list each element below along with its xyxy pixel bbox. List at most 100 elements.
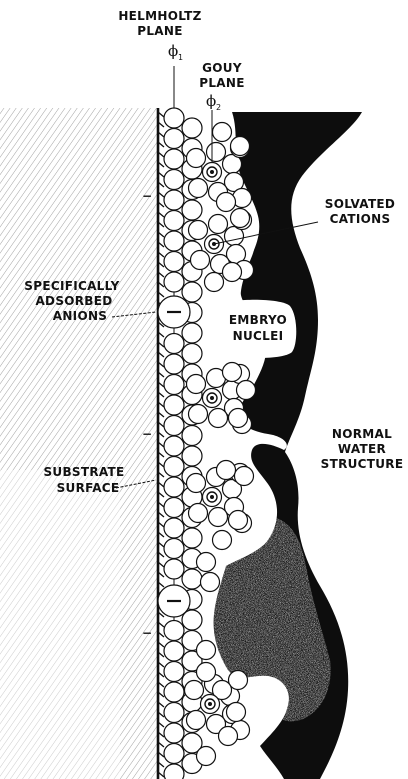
- gouy-label-line2: PLANE: [199, 76, 244, 90]
- adsorbed-anion: [158, 585, 190, 617]
- substrate-white-fade: [0, 470, 120, 779]
- helmholtz-label-line1: HELMHOLTZ: [118, 9, 201, 23]
- water-molecule: [207, 143, 226, 162]
- water-molecule: [189, 221, 208, 240]
- water-molecule: [164, 744, 184, 764]
- water-molecule: [182, 446, 202, 466]
- water-molecule: [182, 282, 202, 302]
- solvated-label-line2: CATIONS: [330, 212, 391, 226]
- water-molecule: [164, 190, 184, 210]
- water-molecule: [164, 272, 184, 292]
- gouy-label-line1: GOUY: [202, 61, 242, 75]
- water-molecule: [164, 231, 184, 251]
- water-molecule: [197, 553, 216, 572]
- solvated-cation: [203, 488, 222, 507]
- water-molecule: [197, 641, 216, 660]
- water-molecule: [209, 215, 228, 234]
- substrate-label-line1: SUBSTRATE: [43, 465, 124, 479]
- water-molecule: [219, 727, 238, 746]
- anions-label-line2: ADSORBED: [35, 294, 112, 308]
- water-molecule: [209, 508, 228, 527]
- water-molecule: [235, 467, 254, 486]
- substrate-label-line2: SURFACE: [57, 481, 120, 495]
- water-molecule: [182, 200, 202, 220]
- water-molecule: [213, 531, 232, 550]
- water-molecule: [213, 123, 232, 142]
- solvated-cation: [203, 163, 222, 182]
- water-molecule: [164, 354, 184, 374]
- water-molecule: [223, 363, 242, 382]
- water-molecule: [164, 764, 184, 779]
- anions-label-line3: ANIONS: [53, 309, 107, 323]
- water-molecule: [182, 344, 202, 364]
- water-molecule: [164, 559, 184, 579]
- water-molecule: [164, 621, 184, 641]
- water-molecule: [164, 108, 184, 128]
- water-molecule: [164, 395, 184, 415]
- water-molecule: [205, 273, 224, 292]
- water-molecule: [164, 539, 184, 559]
- water-molecule: [197, 747, 216, 766]
- water-molecule: [227, 703, 246, 722]
- water-molecule: [189, 179, 208, 198]
- water-molecule: [164, 518, 184, 538]
- water-molecule: [191, 251, 210, 270]
- water-molecule: [164, 703, 184, 723]
- water-molecule: [164, 416, 184, 436]
- water-molecule: [187, 474, 206, 493]
- water-molecule: [182, 569, 202, 589]
- water-molecule: [182, 323, 202, 343]
- water-molecule: [231, 137, 250, 156]
- phi2-symbol: ϕ: [206, 92, 216, 110]
- water-molecule: [164, 641, 184, 661]
- water-molecule: [164, 477, 184, 497]
- phi2-subscript: 2: [216, 103, 221, 112]
- solvated-cation: [201, 695, 220, 714]
- water-molecule: [189, 504, 208, 523]
- water-molecule: [164, 498, 184, 518]
- water-molecule: [201, 573, 220, 592]
- water-molecule: [187, 711, 206, 730]
- water-molecule: [189, 405, 208, 424]
- water-molecule: [187, 149, 206, 168]
- phi1-subscript: 1: [178, 53, 183, 62]
- water-molecule: [185, 681, 204, 700]
- water-molecule: [182, 528, 202, 548]
- anions-label-line1: SPECIFICALLY: [24, 279, 119, 293]
- water-molecule: [164, 457, 184, 477]
- water-molecule: [164, 375, 184, 395]
- water-molecule: [164, 436, 184, 456]
- water-molecule: [229, 409, 248, 428]
- water-molecule: [209, 409, 228, 428]
- water-molecule: [164, 252, 184, 272]
- water-label-line3: STRUCTURE: [321, 457, 404, 471]
- water-label-line2: WATER: [338, 442, 386, 456]
- substrate-charge-minus: −: [142, 189, 152, 203]
- water-molecule: [164, 149, 184, 169]
- solvated-cation: [203, 389, 222, 408]
- water-molecule: [231, 209, 250, 228]
- substrate-charge-minus: −: [142, 427, 152, 441]
- water-molecule: [164, 211, 184, 231]
- substrate-surface-line: [158, 108, 164, 779]
- water-molecule: [187, 375, 206, 394]
- solvated-label-line1: SOLVATED: [325, 197, 395, 211]
- embryo-label-line2: NUCLEI: [233, 329, 284, 343]
- water-label-line1: NORMAL: [332, 427, 392, 441]
- water-molecule: [223, 263, 242, 282]
- water-molecule: [164, 662, 184, 682]
- water-molecule: [164, 129, 184, 149]
- water-molecule: [237, 381, 256, 400]
- adsorbed-anion: [158, 296, 190, 328]
- substrate-charge-minus: −: [142, 626, 152, 640]
- water-molecule: [217, 461, 236, 480]
- phi1-symbol: ϕ: [168, 42, 178, 60]
- water-molecule: [164, 682, 184, 702]
- water-molecule: [164, 723, 184, 743]
- water-molecule: [182, 118, 202, 138]
- water-molecule: [197, 663, 216, 682]
- water-molecule: [182, 426, 202, 446]
- water-molecule: [164, 170, 184, 190]
- water-molecule: [229, 511, 248, 530]
